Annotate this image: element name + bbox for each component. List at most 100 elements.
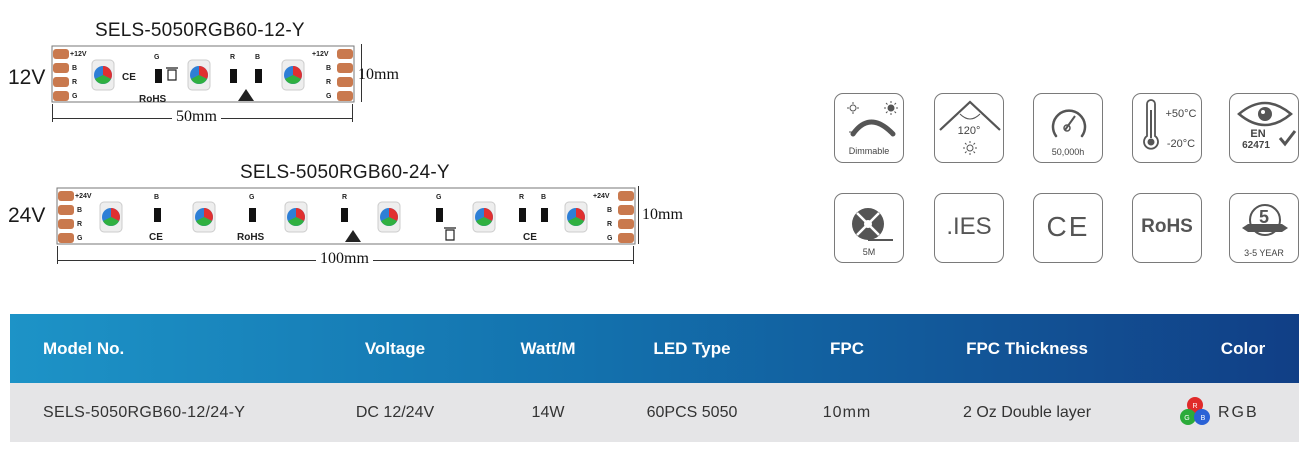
svg-text:+24V: +24V xyxy=(75,193,92,200)
spec-table-header: Model No. Voltage Watt/M LED Type FPC FP… xyxy=(10,314,1299,383)
svg-text:R: R xyxy=(342,194,347,201)
cell-fpc-thickness: 2 Oz Double layer xyxy=(962,404,1092,421)
svg-text:G: G xyxy=(72,93,78,100)
svg-text:G: G xyxy=(607,235,613,242)
header-voltage: Voltage xyxy=(364,339,426,358)
svg-text:+24V: +24V xyxy=(593,193,610,200)
warranty-icon: 5 3-5 YEAR xyxy=(1229,193,1299,263)
strip-24v-voltage-label: 24V xyxy=(8,204,46,227)
temp-high-label: +50°C xyxy=(1165,108,1197,120)
svg-text:B: B xyxy=(326,65,331,72)
strip-24v-height-label: 10mm xyxy=(642,206,683,223)
svg-text:B: B xyxy=(72,65,77,72)
beam-angle-label: 120° xyxy=(957,125,981,137)
resistor-icon xyxy=(541,208,548,222)
lifetime-label: 50,000h xyxy=(1051,147,1085,157)
svg-text:R: R xyxy=(519,194,524,201)
lifetime-icon: 50,000h xyxy=(1033,93,1103,163)
warranty-number: 5 xyxy=(1258,207,1269,227)
resistor-icon xyxy=(436,208,443,222)
header-led-type: LED Type xyxy=(653,339,731,358)
svg-text:R: R xyxy=(77,221,82,228)
cell-model-no: SELS-5050RGB60-12/24-Y xyxy=(43,404,246,421)
header-fpc: FPC xyxy=(830,339,864,358)
svg-text:G: G xyxy=(1184,415,1189,422)
rohs-mark: RoHS xyxy=(139,94,167,105)
cell-watt: 14W xyxy=(531,404,565,421)
svg-text:+12V: +12V xyxy=(312,51,329,58)
warranty-label: 3-5 YEAR xyxy=(1244,248,1284,258)
header-watt: Watt/M xyxy=(520,339,576,358)
strip-12v-voltage-label: 12V xyxy=(8,66,46,89)
ce-label: CE xyxy=(1046,211,1090,242)
strip-12v-width-label: 50mm xyxy=(172,108,221,126)
bin-icon xyxy=(166,67,178,81)
led-icon xyxy=(377,201,401,233)
temperature-icon: +50°C -20°C xyxy=(1132,93,1202,163)
svg-text:G: G xyxy=(154,54,160,61)
svg-text:R: R xyxy=(1192,403,1197,410)
svg-text:G: G xyxy=(326,93,332,100)
esd-icon xyxy=(238,89,254,101)
ce-icon: CE xyxy=(1033,193,1103,263)
resistor-icon xyxy=(249,208,256,222)
cell-led-type: 60PCS 5050 xyxy=(646,404,738,421)
svg-text:G: G xyxy=(77,235,83,242)
led-icon xyxy=(472,201,496,233)
rgb-color-icon: R G B xyxy=(1180,397,1210,425)
strip-12v-left-pads xyxy=(53,49,69,101)
rohs-label: RoHS xyxy=(1141,216,1193,237)
strip-24v-drawing: +24V B R G +24V B R G B G R G R B CE RoH… xyxy=(56,187,636,245)
ce-mark: CE xyxy=(149,232,163,243)
strip-24v-width-label: 100mm xyxy=(316,250,373,268)
table-row: SELS-5050RGB60-12/24-Y DC 12/24V 14W 60P… xyxy=(10,383,1299,442)
bin-icon xyxy=(444,227,456,241)
cell-fpc: 10mm xyxy=(822,404,872,421)
led-icon xyxy=(284,201,308,233)
led-icon xyxy=(192,201,216,233)
cell-color: RGB xyxy=(1218,404,1259,421)
svg-text:R: R xyxy=(230,54,235,61)
strip-24v-title: SELS-5050RGB60-24-Y xyxy=(240,162,450,183)
led-icon xyxy=(187,59,211,91)
eye-safety-icon: EN 62471 xyxy=(1229,93,1299,163)
en-label: EN xyxy=(1250,128,1266,140)
esd-icon xyxy=(345,230,361,242)
rohs-icon: RoHS xyxy=(1132,193,1202,263)
resistor-icon xyxy=(341,208,348,222)
header-fpc-thickness: FPC Thickness xyxy=(966,339,1088,358)
svg-text:B: B xyxy=(255,54,260,61)
strip-12v-pad-label: +12V xyxy=(70,51,87,58)
led-icon xyxy=(99,201,123,233)
header-color: Color xyxy=(1220,339,1266,358)
svg-text:B: B xyxy=(77,207,82,214)
reel-length-icon: 5M xyxy=(834,193,904,263)
resistor-icon xyxy=(155,69,162,83)
svg-text:B: B xyxy=(607,207,612,214)
svg-text:G: G xyxy=(249,194,255,201)
en-number-label: 62471 xyxy=(1242,140,1270,151)
resistor-icon xyxy=(255,69,262,83)
strip-12v-drawing: +12V B R G +12V B R G G R B CE RoHS xyxy=(51,45,355,105)
svg-text:R: R xyxy=(607,221,612,228)
led-icon xyxy=(564,201,588,233)
dimmable-label: Dimmable xyxy=(848,146,890,156)
cell-voltage: DC 12/24V xyxy=(355,404,435,421)
header-model-no: Model No. xyxy=(43,339,125,358)
resistor-icon xyxy=(154,208,161,222)
ce-mark: CE xyxy=(122,72,136,83)
led-icon xyxy=(91,59,115,91)
svg-text:B: B xyxy=(1201,415,1206,422)
strip-12v-title: SELS-5050RGB60-12-Y xyxy=(95,20,305,41)
temp-low-label: -20°C xyxy=(1166,138,1196,150)
reel-length-label: 5M xyxy=(862,247,876,257)
resistor-icon xyxy=(230,69,237,83)
beam-angle-icon: 120° xyxy=(934,93,1004,163)
svg-text:R: R xyxy=(72,79,77,86)
svg-text:B: B xyxy=(154,194,159,201)
led-icon xyxy=(281,59,305,91)
svg-text:R: R xyxy=(326,79,331,86)
resistor-icon xyxy=(519,208,526,222)
svg-text:G: G xyxy=(436,194,442,201)
ies-label: .IES xyxy=(946,213,992,240)
